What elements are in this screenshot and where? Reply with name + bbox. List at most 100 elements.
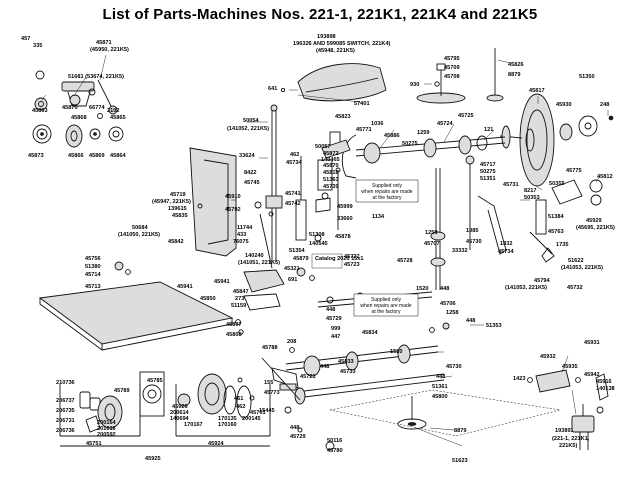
part-label: 50353 — [524, 195, 540, 201]
part-label: 45910 — [225, 194, 241, 200]
part-label: 155 — [264, 380, 273, 386]
part-label: 448 — [440, 286, 449, 292]
part-label: 8422 — [244, 170, 256, 176]
part-label: 45879 — [293, 256, 309, 262]
part-label: 448 — [326, 307, 335, 313]
part-label: 2102 — [107, 108, 119, 114]
note-boxes — [311, 179, 419, 317]
top-cover-group — [280, 63, 387, 106]
part-label: 462 — [290, 152, 299, 158]
part-label: 45818 — [323, 170, 339, 176]
part-label: 45942 — [584, 372, 600, 378]
part-label: 33660 — [337, 216, 353, 222]
part-label: 200592 — [97, 432, 116, 438]
part-label: 1259 — [425, 230, 437, 236]
part-label: 45812 — [597, 174, 613, 180]
part-label: 45745 — [244, 180, 260, 186]
part-label: (45695, 221K5) — [576, 225, 615, 231]
part-label: 15445 — [259, 408, 275, 414]
part-label: 1735 — [556, 242, 568, 248]
part-label: 51380 — [85, 264, 101, 270]
part-label: 45931 — [584, 340, 600, 346]
part-label: 1259 — [417, 130, 429, 136]
part-label: 45871 — [96, 40, 112, 46]
part-label: (45947, 221K5) — [152, 199, 191, 205]
part-label: 448 — [320, 364, 329, 370]
feed-shaft-group — [430, 155, 603, 290]
part-label: 45807 — [226, 322, 242, 328]
part-label: 57401 — [354, 101, 370, 107]
part-label: 201016 — [97, 426, 116, 432]
spool-pin-group — [416, 48, 504, 104]
part-label: 140545 — [309, 241, 328, 247]
part-label: 51361 — [432, 384, 448, 390]
presser-foot-group — [235, 269, 285, 335]
part-label: 45751 — [86, 441, 102, 447]
part-label: 45842 — [168, 239, 184, 245]
part-label: 457 — [21, 36, 30, 42]
part-label: 45708 — [444, 74, 460, 80]
part-label: 45868 — [71, 115, 87, 121]
part-label: 50057 — [315, 144, 331, 150]
part-label: 45730 — [466, 239, 482, 245]
part-label: 1520 — [416, 286, 428, 292]
arm-shaft-group — [329, 131, 506, 179]
part-label: 999 — [331, 326, 340, 332]
part-label: 930 — [410, 82, 419, 88]
extension-table — [38, 261, 234, 351]
part-label: 121 — [484, 127, 493, 133]
part-label: 1258 — [446, 310, 458, 316]
part-label: 45709 — [444, 65, 460, 71]
part-label: 45941 — [177, 284, 193, 290]
part-label: 45930 — [556, 102, 572, 108]
part-label: 45780 — [327, 448, 343, 454]
bobbin-case-group — [59, 371, 271, 447]
part-label: 45785 — [147, 378, 163, 384]
part-label: 51623 — [452, 458, 468, 464]
part-label: 206737 — [56, 398, 75, 404]
part-label: 1520 — [390, 349, 402, 355]
part-label: 45850 — [200, 296, 216, 302]
part-label: (45948, 221K5) — [316, 48, 355, 54]
part-label: 45800 — [432, 394, 448, 400]
part-label: 448 — [290, 425, 299, 431]
part-label: 447 — [331, 334, 340, 340]
part-label: 33624 — [239, 153, 255, 159]
part-label: 45717 — [480, 162, 496, 168]
leader-lines — [41, 54, 609, 447]
part-label: 45775 — [566, 168, 582, 174]
part-label: 45834 — [362, 330, 378, 336]
part-label: 45865 — [110, 115, 126, 121]
part-label: 448 — [436, 374, 445, 380]
part-label: 45739 — [323, 184, 339, 190]
part-label: 51350 — [579, 74, 595, 80]
part-label: 193891 — [555, 428, 574, 434]
part-label: 200614 — [170, 410, 190, 416]
hook-drive-group — [285, 275, 450, 451]
part-label: 196326 AND 599085 SWITCH, 221K4) — [293, 41, 391, 47]
part-label: (221-1, 221K1, — [552, 436, 590, 442]
part-label: 45916 — [596, 379, 612, 385]
part-label: (141052, 221K5) — [227, 126, 269, 132]
part-label: 45725 — [458, 113, 474, 119]
page-title: List of Parts-Machines Nos. 221-1, 221K1… — [102, 6, 538, 23]
lifter-group — [261, 347, 301, 414]
part-label: 1036 — [371, 121, 383, 127]
part-label: 45763 — [548, 229, 564, 235]
part-label: (141051, 221K5) — [238, 260, 280, 266]
part-label: 206735 — [56, 408, 75, 414]
part-label: 45863 — [32, 108, 48, 114]
part-label: 45707 — [424, 241, 440, 247]
part-label: 45773 — [264, 390, 280, 396]
part-label: 45794 — [534, 278, 550, 284]
part-label: 45808 — [226, 332, 242, 338]
part-label: 248 — [600, 102, 609, 108]
part-label: 170135 — [218, 416, 237, 422]
part-labels: 457 335 45871 (45950, 221K5) 51681 (5367… — [21, 34, 615, 464]
part-label: 45864 — [110, 153, 126, 159]
part-label: 45941 — [214, 279, 230, 285]
part-label: 11744 — [237, 225, 253, 231]
part-label: 139615 — [168, 206, 187, 212]
